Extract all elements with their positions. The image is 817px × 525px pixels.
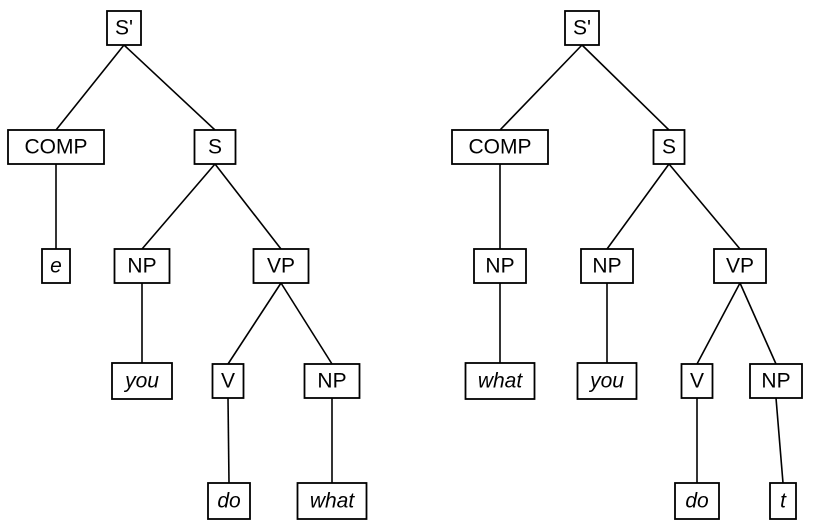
node-label: do [217, 490, 241, 513]
node-label: what [310, 490, 356, 513]
node-label: you [123, 370, 159, 393]
tree-node-what: what [296, 482, 368, 520]
tree-edge [214, 163, 282, 250]
tree-node-what: what [464, 362, 536, 400]
tree-node-do: do [207, 482, 251, 520]
tree-edge [499, 44, 583, 131]
node-box [106, 10, 142, 46]
tree-node-np: NP [580, 248, 634, 284]
node-label: V [221, 370, 235, 393]
node-label: do [685, 490, 709, 513]
node-box [41, 248, 71, 284]
node-box [564, 10, 600, 46]
node-box [451, 129, 549, 165]
node-box [580, 248, 634, 284]
node-box [113, 248, 171, 284]
node-box [713, 248, 767, 284]
node-box [652, 129, 686, 165]
edges-layer [55, 44, 784, 484]
tree-node-np: NP [473, 248, 527, 284]
node-box [207, 482, 251, 520]
tree-node-t: t [769, 482, 797, 520]
node-label: NP [485, 255, 514, 278]
node-box [680, 363, 714, 399]
node-label: S [662, 136, 676, 159]
node-box [211, 363, 245, 399]
tree-node-you: you [576, 362, 638, 400]
node-label: S' [115, 17, 133, 40]
node-box [7, 129, 105, 165]
tree-edge [581, 44, 670, 131]
tree-node-s: S [652, 129, 686, 165]
tree-node-comp: COMP [7, 129, 105, 165]
tree-node-do: do [674, 482, 720, 520]
tree-node-np: NP [113, 248, 171, 284]
node-box [749, 363, 803, 399]
tree-edge [123, 44, 216, 131]
node-box [464, 362, 536, 400]
node-label: VP [726, 255, 754, 278]
tree-node-vp: VP [252, 248, 310, 284]
node-label: e [50, 255, 62, 278]
tree-edge [775, 397, 784, 484]
tree-node-s: S' [106, 10, 142, 46]
s-structure-tree-edges [499, 44, 784, 484]
tree-edge [55, 44, 125, 131]
node-box [111, 362, 173, 400]
tree-node-vp: VP [713, 248, 767, 284]
node-box [769, 482, 797, 520]
node-label: NP [317, 370, 346, 393]
tree-node-v: V [680, 363, 714, 399]
node-label: NP [127, 255, 156, 278]
node-box [473, 248, 527, 284]
node-label: you [588, 370, 624, 393]
node-box [303, 363, 361, 399]
tree-node-v: V [211, 363, 245, 399]
tree-edge [227, 397, 230, 484]
node-label: t [780, 490, 787, 513]
node-label: NP [761, 370, 790, 393]
node-label: what [478, 370, 524, 393]
tree-node-np: NP [303, 363, 361, 399]
d-structure-tree-edges [55, 44, 333, 484]
tree-edge [696, 282, 741, 365]
node-box [252, 248, 310, 284]
node-box [576, 362, 638, 400]
tree-edge [668, 163, 741, 250]
tree-edge [141, 163, 216, 250]
tree-node-np: NP [749, 363, 803, 399]
tree-edge [606, 163, 670, 250]
s-structure-tree-nodes: S' COMP S NP NP VP what you V NP do t [451, 10, 803, 520]
tree-node-comp: COMP [451, 129, 549, 165]
node-box [674, 482, 720, 520]
tree-edge [739, 282, 777, 365]
tree-edge [227, 282, 282, 365]
node-label: V [690, 370, 704, 393]
tree-node-e: e [41, 248, 71, 284]
node-label: NP [592, 255, 621, 278]
node-label: COMP [25, 136, 88, 159]
node-label: S [208, 136, 222, 159]
node-box [193, 129, 237, 165]
tree-node-s: S [193, 129, 237, 165]
node-label: VP [267, 255, 295, 278]
node-label: S' [573, 17, 591, 40]
tree-node-s: S' [564, 10, 600, 46]
tree-node-you: you [111, 362, 173, 400]
node-box [296, 482, 368, 520]
tree-edge [280, 282, 333, 365]
node-label: COMP [469, 136, 532, 159]
